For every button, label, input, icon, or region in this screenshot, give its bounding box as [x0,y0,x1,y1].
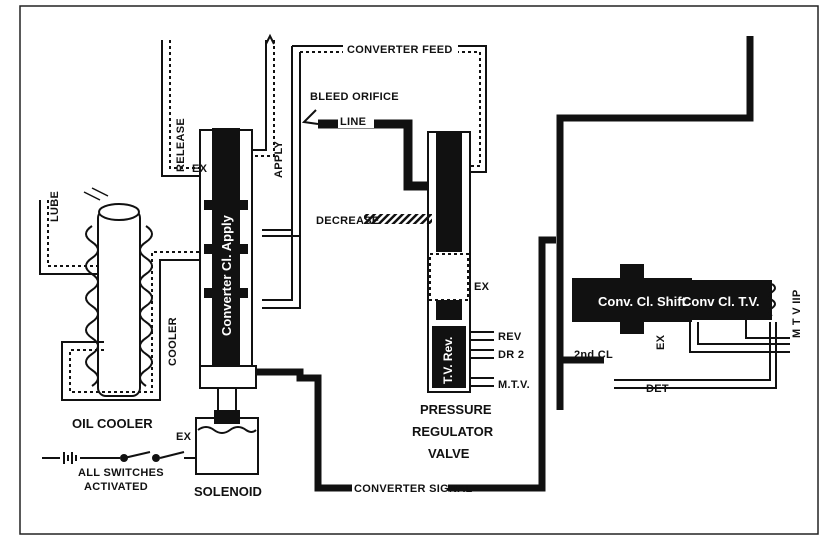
release-label: RELEASE [175,118,187,172]
regulator-label: REGULATOR [412,424,494,439]
switch-circuit [42,451,196,464]
activated-label: ACTIVATED [84,481,148,493]
valve-label: VALVE [428,446,470,461]
converter-feed-label: CONVERTER FEED [347,44,453,56]
release-passage [161,40,206,177]
conv-cl-shift-label: Conv. Cl. Shift [598,294,687,309]
bleed-orifice-label: BLEED ORIFICE [310,91,399,103]
shift-valve-ports [560,320,790,389]
apply-valve-ex-label: EX [192,163,208,175]
all-switches-label: ALL SWITCHES [78,467,164,479]
rev-label: REV [498,331,522,343]
apply-passage [250,33,275,157]
right-main-line [556,36,754,410]
decrease-label: DECREASE [316,215,380,227]
shift-ex-label: EX [655,334,667,350]
cooler-return-passage [61,251,212,401]
regulator-ports [470,331,494,387]
second-cl-label: 2nd CL [574,349,613,361]
converter-signal-label: CONVERTER SIGNAL [354,483,472,495]
oil-cooler [83,187,153,397]
conv-cl-shift-valve [572,264,692,334]
apply-label: APPLY [273,140,285,178]
converter-signal-passage [256,236,556,492]
mtv-iip-label: M T V IIP [791,289,803,338]
conv-cl-tv-valve [676,280,776,320]
converter-cl-apply-valve [199,128,257,389]
dr2-label: DR 2 [498,349,524,361]
solenoid [195,388,259,475]
conv-cl-tv-label: Conv Cl. T.V. [682,294,760,309]
diagram-frame [19,5,819,535]
converter-cl-apply-label: Converter Cl. Apply [219,214,234,336]
lube-label: LUBE [49,191,61,222]
pressure-regulator-valve [364,131,471,393]
pressure-label: PRESSURE [420,402,492,417]
solenoid-label: SOLENOID [194,484,262,499]
line-label: LINE [340,116,366,128]
solenoid-ex-label: EX [176,431,192,443]
oil-cooler-label: OIL COOLER [72,416,153,431]
det-label: DET [646,383,669,395]
mtv-label: M.T.V. [498,379,530,391]
tv-rev-label: T.V. Rev. [441,337,455,384]
regulator-ex-label: EX [474,281,490,293]
cooler-label: COOLER [167,317,179,366]
